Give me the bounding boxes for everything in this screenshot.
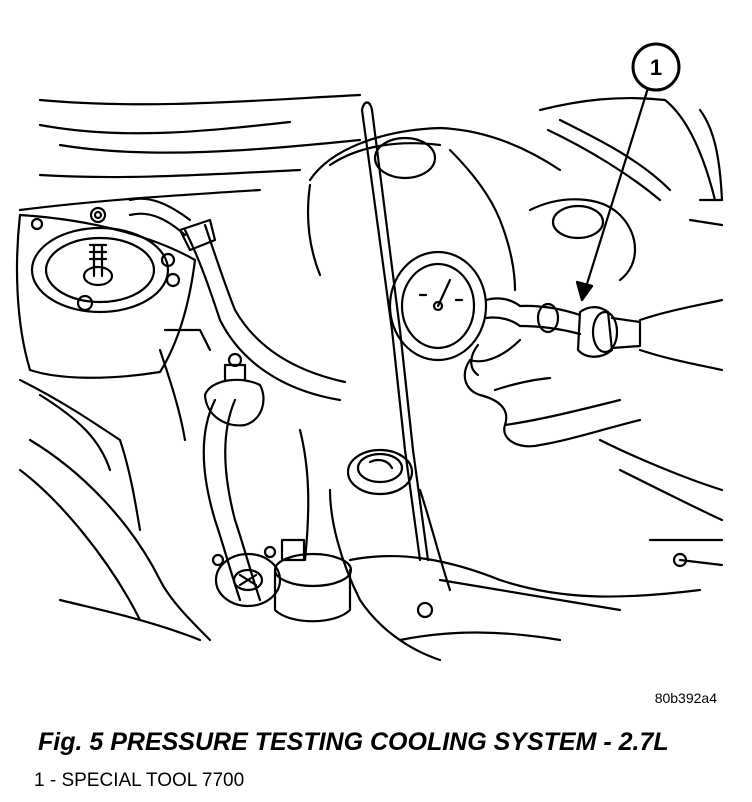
- left-strut-tower: [15, 206, 197, 379]
- engine-bay-illustration: 1: [15, 42, 724, 662]
- callout-number: 1: [650, 55, 662, 80]
- callout-circle: [631, 42, 681, 92]
- lower-hose: [202, 352, 310, 602]
- callout-marker: 1: [631, 42, 681, 92]
- callout-leader: [575, 86, 650, 302]
- pressure-gauge: [388, 250, 642, 362]
- figure-reference-code: 80b392a4: [654, 690, 717, 706]
- right-side-components: [546, 118, 724, 568]
- engine-cover: [306, 126, 637, 292]
- hood-outline: [18, 93, 724, 212]
- technician-hand: [463, 298, 724, 448]
- figure-caption: Fig. 5 PRESSURE TESTING COOLING SYSTEM -…: [38, 728, 669, 756]
- reservoir-cap: [328, 448, 452, 662]
- upper-hose: [128, 197, 347, 402]
- left-fender: [18, 328, 212, 642]
- legend-item: 1 - SPECIAL TOOL 7700: [34, 770, 245, 791]
- dipstick: [360, 101, 430, 562]
- lower-components: [211, 538, 702, 642]
